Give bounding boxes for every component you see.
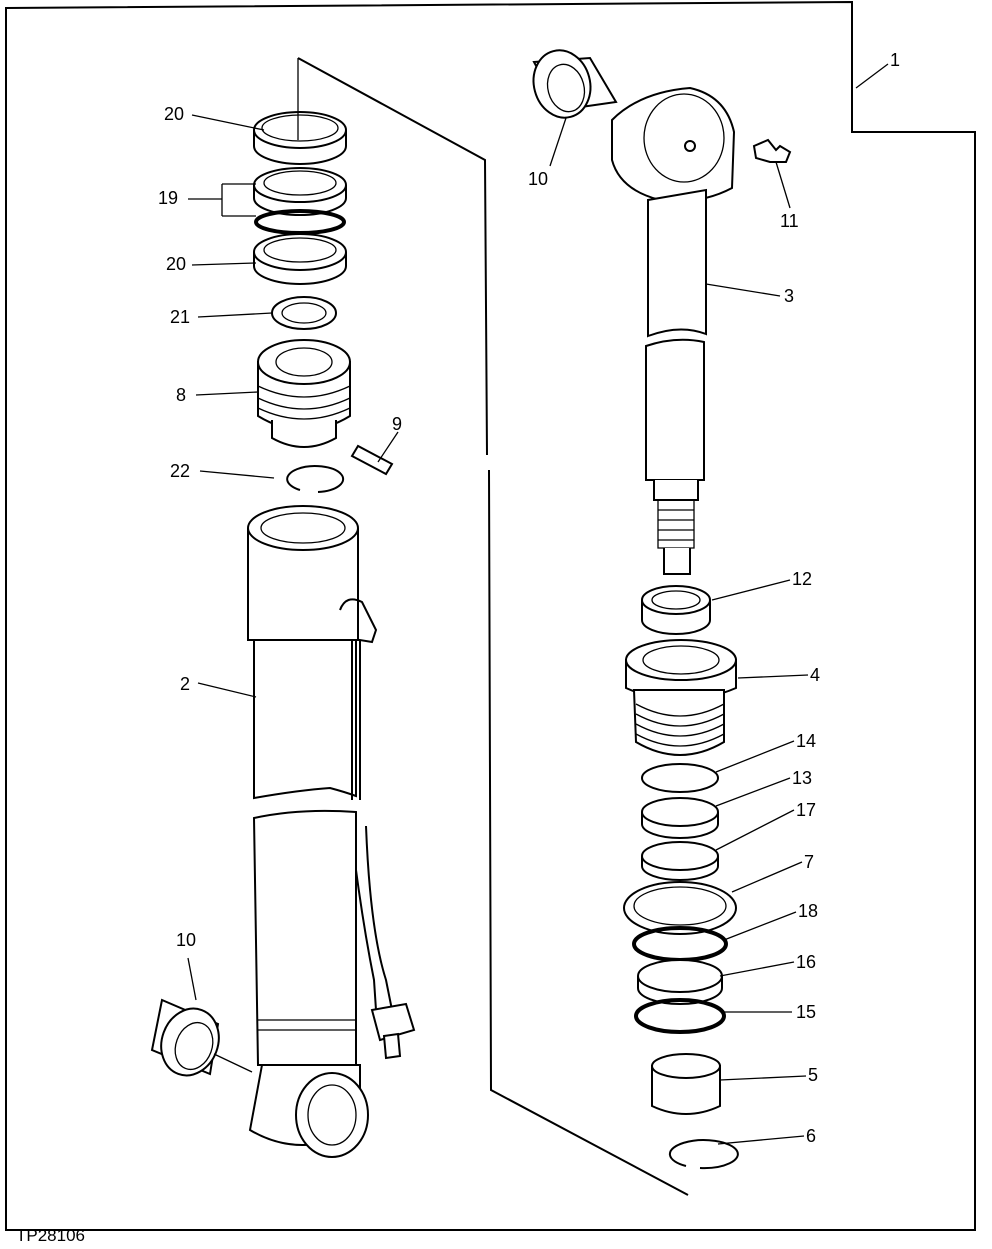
piston-ring-17: [641, 841, 719, 881]
figure-reference: TP28106: [16, 1226, 85, 1245]
callout-8: 8: [176, 385, 186, 405]
rod-wiper-ring-lower: [253, 233, 347, 285]
callout-9: 9: [392, 414, 402, 434]
callout-21: 21: [170, 307, 190, 327]
piston-ring-14: [641, 763, 719, 793]
callout-4: 4: [810, 665, 820, 685]
callout-20-top: 20: [164, 104, 184, 124]
callout-2: 2: [180, 674, 190, 694]
callout-labels: 1 2 3 4 5 6 7 8 9 10 10 11 12 13 14 15 1…: [16, 50, 900, 1245]
callout-22: 22: [170, 461, 190, 481]
callout-10-barrel: 10: [176, 930, 196, 950]
pin-bushing-barrel: [150, 998, 220, 1077]
callout-16: 16: [796, 952, 816, 972]
grease-fitting: [752, 138, 792, 163]
o-ring-15: [634, 998, 726, 1034]
callout-15: 15: [796, 1002, 816, 1022]
piston-seal-7: [623, 881, 737, 935]
callout-7: 7: [804, 852, 814, 872]
rod-seal-set: [253, 167, 347, 235]
lock-pin: [350, 444, 394, 476]
callout-14: 14: [796, 731, 816, 751]
callout-18: 18: [798, 901, 818, 921]
callout-17: 17: [796, 800, 816, 820]
callout-5: 5: [808, 1065, 818, 1085]
cushion-collar: [651, 1053, 721, 1115]
piston: [625, 639, 737, 756]
piston-ring-13: [641, 797, 719, 839]
backup-ring-16: [637, 959, 723, 1005]
hydraulic-tube: [339, 598, 416, 1060]
callout-6: 6: [806, 1126, 816, 1146]
rod-wiper-ring-top: [253, 111, 347, 165]
snap-ring-6: [668, 1139, 739, 1170]
pin-bushing-rod: [532, 49, 618, 119]
callout-13: 13: [792, 768, 812, 788]
rod-group-bracket: [297, 57, 689, 1196]
rod-backup-ring: [271, 296, 337, 330]
piston-nut-ring: [641, 585, 711, 635]
piston-rod: [611, 86, 736, 575]
callout-10-rod: 10: [528, 169, 548, 189]
callout-19: 19: [158, 188, 178, 208]
callout-3: 3: [784, 286, 794, 306]
callout-11: 11: [780, 211, 799, 231]
leader-lines: [187, 63, 889, 1145]
rod-gland: [257, 339, 351, 448]
assembly-outline: [5, 0, 976, 1231]
snap-ring-gland: [286, 465, 345, 493]
callout-12: 12: [792, 569, 812, 589]
callout-1: 1: [890, 50, 900, 70]
cylinder-barrel: [247, 505, 369, 1158]
callout-20-lower: 20: [166, 254, 186, 274]
